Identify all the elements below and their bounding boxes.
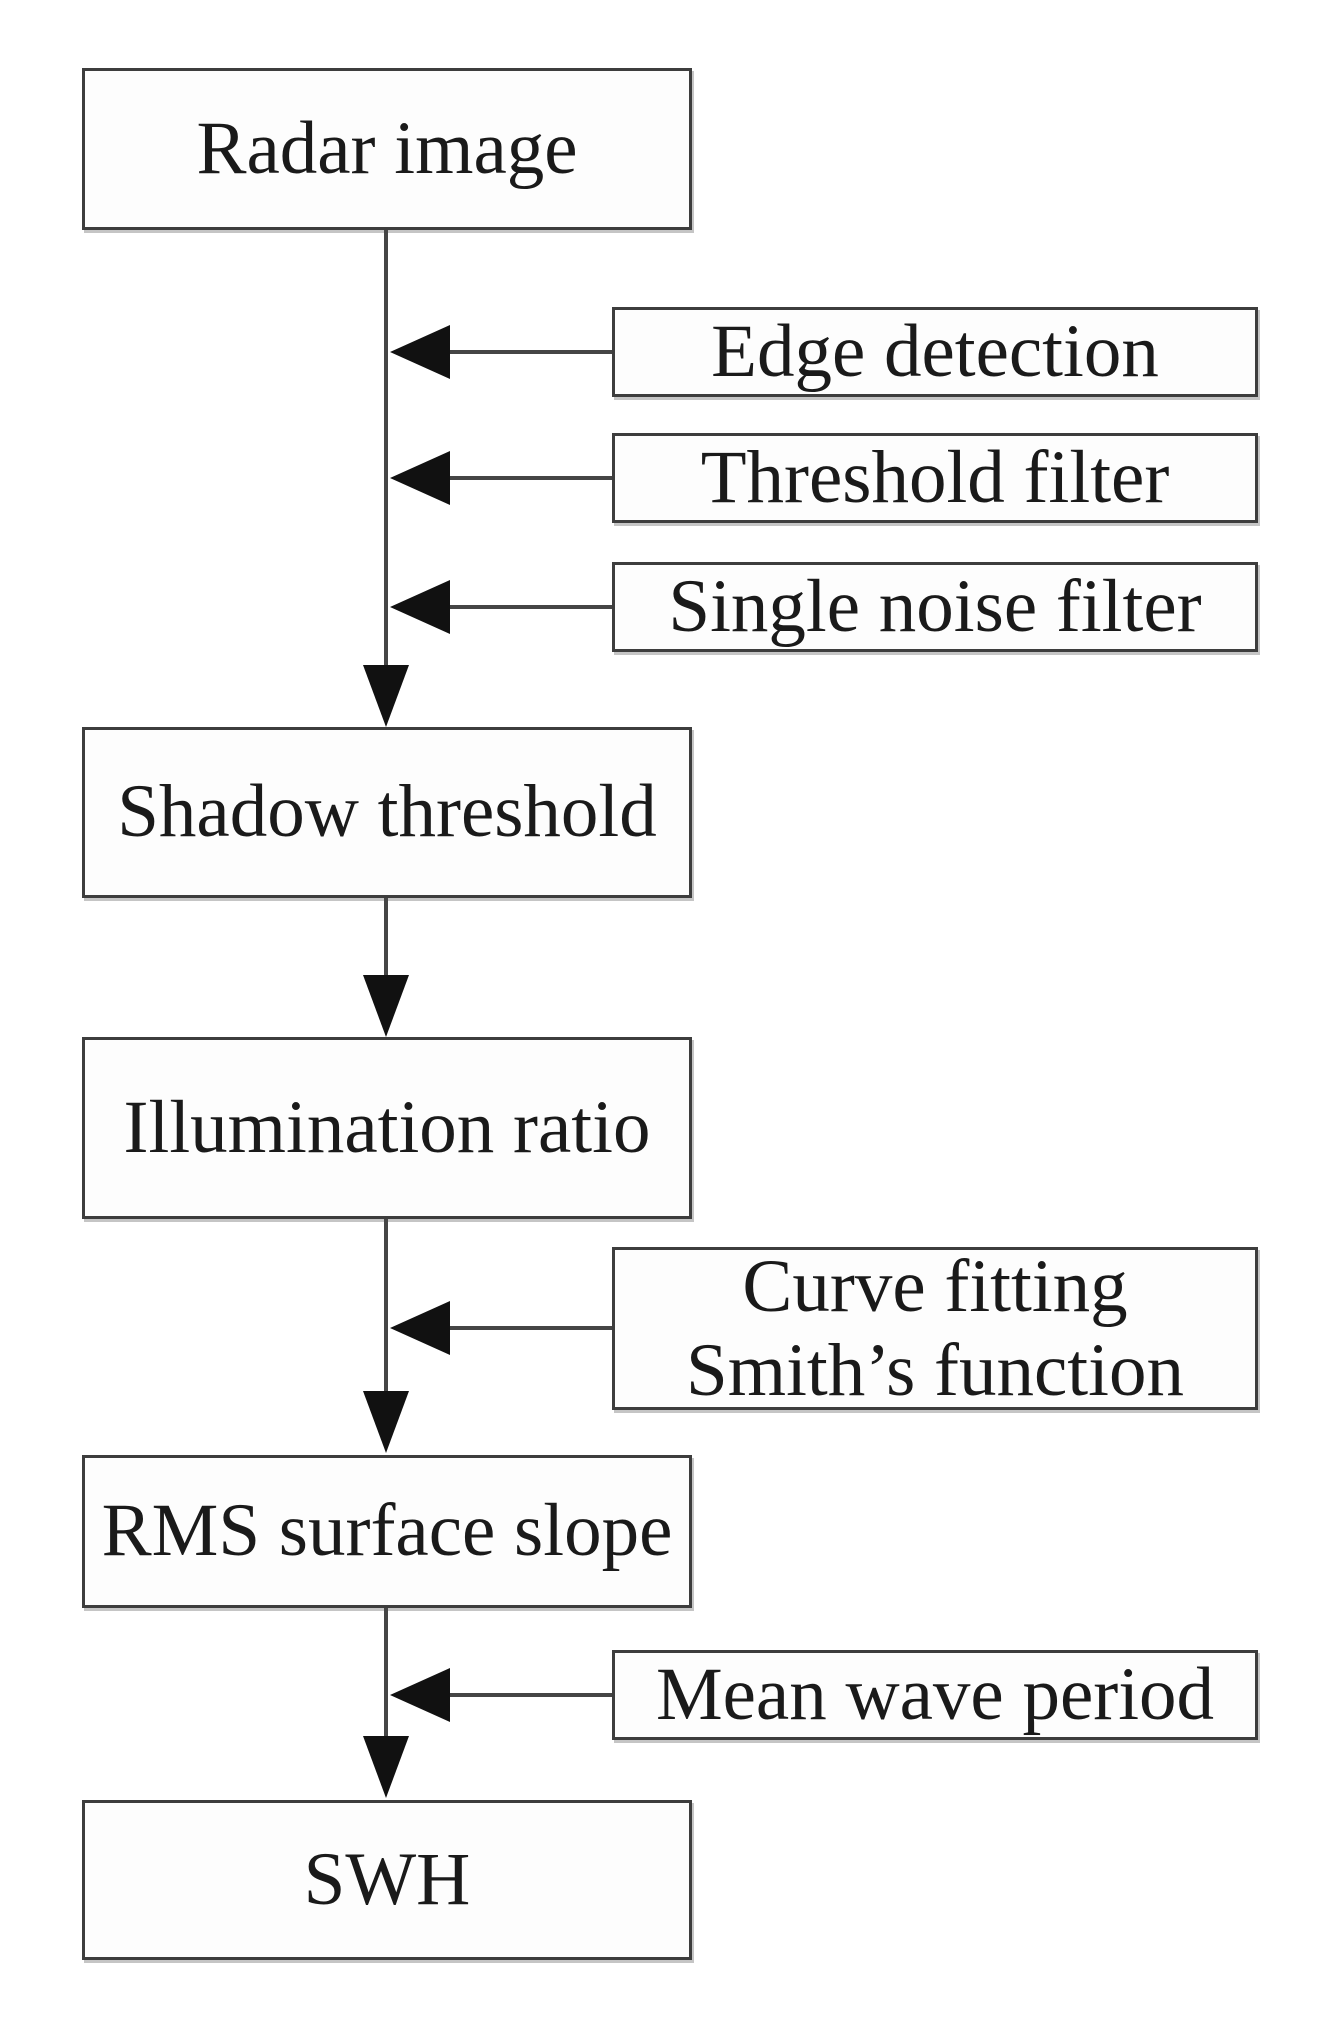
node-shadow-threshold: Shadow threshold — [82, 727, 692, 898]
edge-radar-to-shadow-line — [384, 230, 388, 675]
node-rms-surface-slope-label: RMS surface slope — [101, 1489, 673, 1573]
node-edge-detection: Edge detection — [612, 307, 1258, 397]
node-radar-image: Radar image — [82, 68, 692, 230]
edge-edge-detection-line — [444, 350, 612, 354]
node-swh: SWH — [82, 1800, 692, 1960]
node-mean-wave-period: Mean wave period — [612, 1650, 1258, 1740]
arrowhead-into-swh — [363, 1736, 409, 1798]
edge-mean-wave-period-line — [444, 1693, 612, 1697]
edge-curve-fitting-line — [444, 1326, 612, 1330]
node-curve-fitting: Curve fitting Smith’s function — [612, 1244, 1258, 1412]
node-radar-image-label: Radar image — [196, 106, 578, 190]
node-curve-fitting-label-line1: Curve fitting — [742, 1244, 1128, 1328]
arrowhead-single-noise-filter — [390, 580, 450, 634]
arrowhead-into-illumination-ratio — [363, 975, 409, 1037]
node-rms-surface-slope: RMS surface slope — [82, 1455, 692, 1608]
node-swh-label: SWH — [303, 1837, 471, 1921]
node-illumination-ratio-label: Illumination ratio — [123, 1085, 651, 1169]
node-illumination-ratio: Illumination ratio — [82, 1037, 692, 1219]
arrowhead-edge-detection — [390, 325, 450, 379]
node-edge-detection-label: Edge detection — [711, 309, 1159, 393]
node-curve-fitting-label-line2: Smith’s function — [686, 1328, 1184, 1412]
edge-shadow-to-illumination-line — [384, 898, 388, 985]
arrowhead-into-shadow-threshold — [363, 665, 409, 727]
edge-single-noise-filter-line — [444, 605, 612, 609]
arrowhead-threshold-filter — [390, 451, 450, 505]
node-threshold-filter: Threshold filter — [612, 433, 1258, 523]
arrowhead-mean-wave-period — [390, 1668, 450, 1722]
node-single-noise-filter-label: Single noise filter — [668, 564, 1202, 648]
node-threshold-filter-label: Threshold filter — [700, 435, 1170, 519]
arrowhead-curve-fitting — [390, 1301, 450, 1355]
edge-illumination-to-rms-line — [384, 1219, 388, 1400]
arrowhead-into-rms-surface-slope — [363, 1391, 409, 1453]
edge-rms-to-swh-line — [384, 1608, 388, 1745]
edge-threshold-filter-line — [444, 476, 612, 480]
node-single-noise-filter: Single noise filter — [612, 562, 1258, 652]
node-shadow-threshold-label: Shadow threshold — [117, 770, 657, 854]
node-mean-wave-period-label: Mean wave period — [655, 1652, 1215, 1736]
